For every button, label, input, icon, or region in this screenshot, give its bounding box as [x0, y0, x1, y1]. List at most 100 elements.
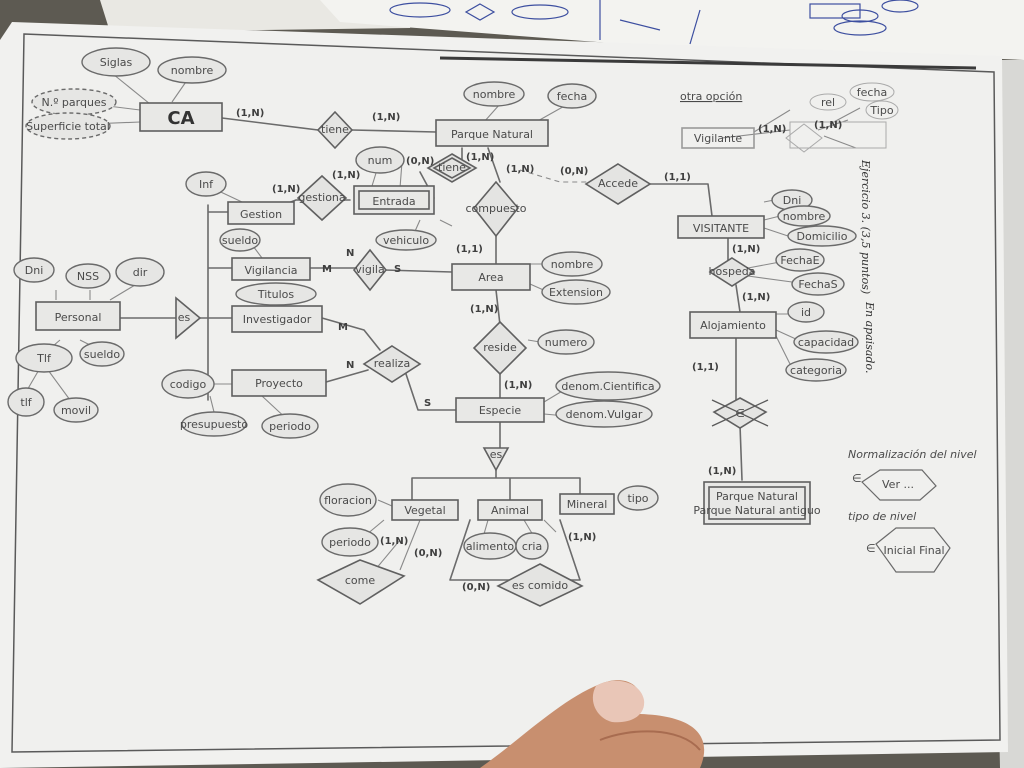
attr-capacidad: capacidad — [793, 330, 859, 354]
entity-mineral: Mineral — [559, 493, 615, 515]
rel-realiza: realiza — [362, 345, 422, 383]
card-s2: S — [424, 398, 431, 409]
rel-compuesto: compuesto — [466, 180, 527, 238]
rel-vigila: vigila — [352, 248, 388, 292]
rel-isa-personal: es — [175, 296, 202, 340]
card-c6: (1,1) — [664, 172, 691, 183]
entity-investigador: Investigador — [231, 305, 323, 333]
card-c8: (1,N) — [332, 170, 360, 181]
attr-sueldo-personal: sueldo — [79, 341, 125, 367]
attr-nombre-area-label: nombre — [551, 258, 594, 271]
attr-nombre-visitante: nombre — [777, 205, 831, 227]
attr-numero-label: numero — [545, 336, 588, 349]
attr-n-parques-label: N.º parques — [42, 96, 107, 109]
rel-hospeda: hospeda — [708, 257, 756, 287]
card-c18: (1,N) — [732, 244, 760, 255]
attr-alt-fecha: fecha — [849, 82, 895, 102]
card-c2: (1,N) — [372, 112, 400, 123]
rel-isa-especie-label: es — [490, 448, 503, 461]
attr-numero: numero — [537, 329, 595, 355]
rel-accede-label: Accede — [598, 177, 638, 190]
attr-id: id — [787, 301, 825, 323]
entity-parque-natural: Parque Natural — [435, 119, 549, 147]
card-c4: (1,N) — [466, 152, 494, 163]
attr-alt-rel: rel — [809, 93, 847, 111]
hand-photo — [480, 680, 705, 768]
annotation-otra-opcion: otra opción — [680, 90, 742, 103]
attr-n-parques: N.º parques — [31, 88, 117, 116]
entity-entrada-label: Entrada — [372, 195, 415, 208]
attr-capacidad-label: capacidad — [798, 336, 854, 349]
card-c19: (1,N) — [742, 292, 770, 303]
attr-periodo-floracion: periodo — [321, 527, 379, 557]
entity-parque-natural-label: Parque Natural — [451, 128, 533, 141]
attr-siglas: Siglas — [81, 47, 151, 77]
entity-gestion: Gestion — [227, 201, 295, 225]
attr-sueldo-label: sueldo — [222, 234, 259, 247]
attr-denom-vulgar: denom.Vulgar — [555, 400, 653, 428]
entity-proyecto: Proyecto — [231, 369, 327, 397]
attr-alt-tipo-label: Tipo — [869, 104, 893, 117]
attr-denom-cientifica-label: denom.Cientifica — [561, 380, 654, 393]
attr-periodo: periodo — [261, 413, 319, 439]
attr-tlf-label: Tlf — [36, 352, 52, 365]
rel-compuesto-label: compuesto — [466, 202, 527, 215]
annotation-normalizacion: Normalización del nivel — [848, 448, 977, 461]
entity-vigilante-alt-label: Vigilante — [694, 132, 742, 145]
attr-dni-visitante-label: Dni — [783, 194, 802, 207]
attr-nombre-ca: nombre — [157, 56, 227, 84]
entity-vegetal: Vegetal — [391, 499, 459, 521]
card-n1: N — [346, 248, 354, 259]
entity-animal-label: Animal — [491, 504, 529, 517]
attr-inf-label: Inf — [199, 178, 214, 191]
rel-entrada-parque: tiene — [426, 153, 478, 183]
card-c7: (1,N) — [272, 184, 300, 195]
attr-nss-label: NSS — [77, 270, 99, 283]
card-c14: (1,N) — [380, 536, 408, 547]
attr-sueldo-personal-label: sueldo — [84, 348, 121, 361]
attributes: Siglas nombre N.º parques Superficie tot… — [7, 47, 899, 560]
entity-especie-label: Especie — [479, 404, 522, 417]
attr-presupuesto-label: presupuesto — [180, 418, 248, 431]
entity-vigilancia: Vigilancia — [231, 257, 311, 281]
attr-tipo-label: tipo — [627, 492, 648, 505]
attr-categoria: categoria — [785, 358, 847, 382]
attr-titulacion: Titulos — [235, 282, 317, 306]
entity-ca-label: CA — [167, 108, 194, 129]
entity-pn-antiguo-label-2: Parque Natural antiguo — [693, 504, 821, 517]
annotation-tipo-nivel: tipo de nivel — [848, 510, 916, 523]
card-c17: (0,N) — [462, 582, 490, 593]
card-c16: (1,N) — [568, 532, 596, 543]
rel-vigila-label: vigila — [355, 263, 384, 276]
attr-sueldo: sueldo — [219, 228, 261, 252]
attr-nombre-area: nombre — [541, 251, 603, 277]
attr-denom-vulgar-label: denom.Vulgar — [566, 408, 643, 421]
card-c9: (1,1) — [456, 244, 483, 255]
attr-periodo-label: periodo — [269, 420, 311, 433]
rel-pertenece: ∈ — [711, 397, 769, 429]
rel-entrada-parque-label: tiene — [438, 161, 466, 174]
attr-nombre-parque: nombre — [463, 81, 525, 107]
rel-isa-personal-label: es — [178, 311, 191, 324]
card-c13: (1,1) — [692, 362, 719, 373]
attr-fecha-fin: FechaS — [791, 272, 845, 296]
entity-mineral-label: Mineral — [567, 498, 608, 511]
annotations: otra opción Ejercicio 3. (3,5 puntos) En… — [680, 90, 977, 573]
card-n2: N — [346, 360, 354, 371]
card-s1: S — [394, 264, 401, 275]
annotation-pertenece-1: ∈ — [852, 472, 862, 485]
attr-floracion: floracion — [319, 483, 377, 517]
attr-alt-rel-label: rel — [821, 96, 835, 109]
rel-alt-hospeda — [785, 123, 823, 153]
attr-nombre-ca-label: nombre — [171, 64, 214, 77]
entity-vegetal-label: Vegetal — [404, 504, 445, 517]
attr-fecha-fin-label: FechaS — [798, 278, 837, 291]
rel-es-comido-label: es comido — [512, 579, 569, 592]
attr-tlf-movil: tlf — [7, 387, 45, 417]
card-alt-2: (1,N) — [814, 120, 842, 131]
rel-come-label: come — [345, 574, 375, 587]
attr-titulacion-label: Titulos — [257, 288, 295, 301]
attr-presupuesto: presupuesto — [180, 411, 248, 437]
attr-dni-visitante: Dni — [771, 189, 813, 211]
